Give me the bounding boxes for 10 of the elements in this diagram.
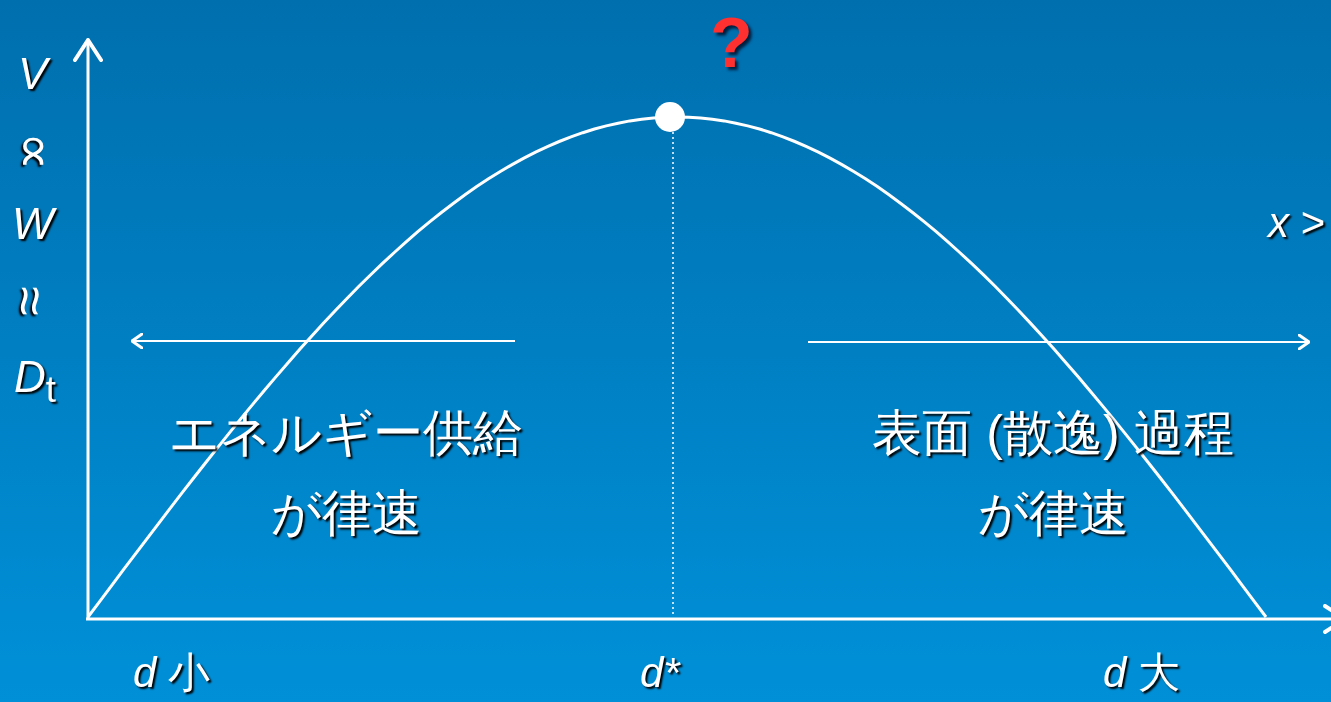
question-mark: ? — [710, 8, 753, 78]
tick-label: d* — [640, 652, 680, 694]
region-label: エネルギー供給が律速 — [168, 404, 524, 543]
region-label: 表面 (散逸) 過程が律速 — [871, 404, 1235, 543]
axis-label: D$_{t}$ — [14, 355, 56, 409]
tick-label: d 大 — [1103, 652, 1181, 694]
axis-label: x > — [1268, 202, 1326, 244]
relation-symbol: ∝ — [8, 131, 63, 171]
tick-label: d 小 — [133, 652, 211, 694]
relation-symbol: ≈ — [3, 286, 58, 316]
